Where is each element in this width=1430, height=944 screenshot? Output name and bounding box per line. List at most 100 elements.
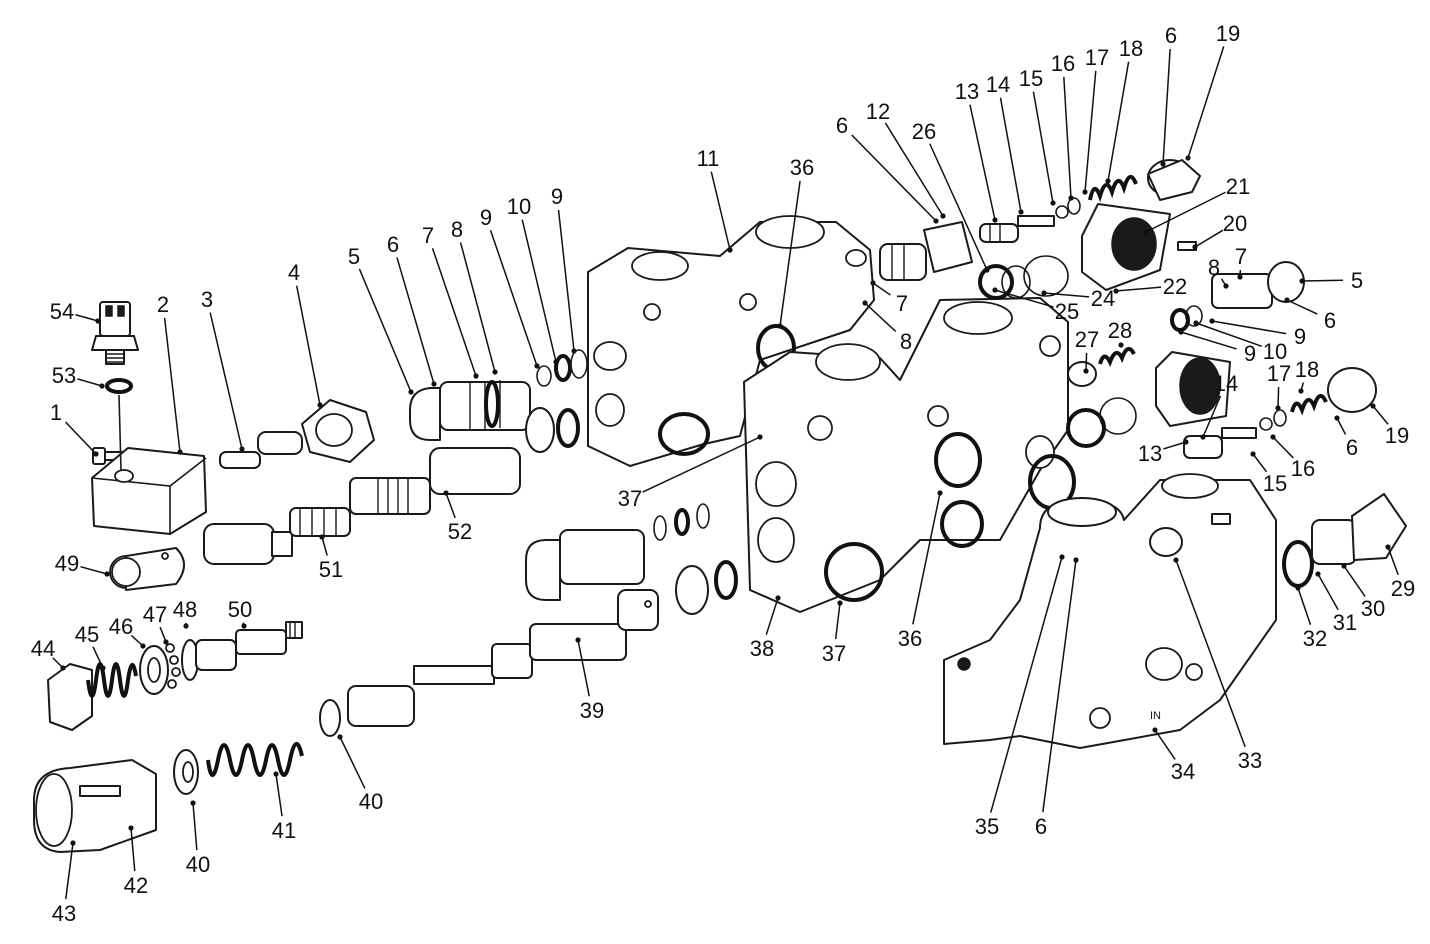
leader-line — [75, 314, 99, 322]
callout-c6e: 6 — [1334, 415, 1358, 460]
callout-c7c: 7 — [870, 280, 908, 316]
callout-c7a: 7 — [422, 223, 479, 379]
leader-line — [1085, 352, 1088, 372]
spring-41 — [206, 742, 304, 777]
plug-3 — [219, 431, 303, 469]
leader-line — [1107, 61, 1130, 182]
leader-line — [990, 556, 1063, 813]
leader-dot — [1152, 727, 1158, 733]
callout-number: 1 — [50, 400, 62, 425]
leader-dot — [1118, 342, 1124, 348]
callout-number: 7 — [422, 223, 434, 248]
leader-dot — [104, 571, 110, 577]
washer-53 — [105, 378, 133, 394]
leader-dot — [862, 300, 868, 306]
relief-valve-12 — [879, 221, 973, 281]
valve-body-38 — [743, 297, 1069, 613]
spool-51 — [203, 507, 351, 565]
leader-line — [1032, 91, 1054, 204]
callout-c16a: 16 — [1051, 51, 1075, 201]
leader-dot — [870, 280, 876, 286]
callout-number: 6 — [1165, 23, 1177, 48]
callout-c37a: 37 — [618, 434, 763, 511]
leader-line — [1286, 299, 1318, 315]
leader-line — [459, 242, 496, 373]
leader-dot — [992, 217, 998, 223]
callout-c44: 44 — [31, 636, 66, 671]
callout-number: 35 — [975, 814, 999, 839]
callout-c35: 35 — [975, 554, 1065, 839]
callout-number: 24 — [1091, 286, 1115, 311]
leader-dot — [992, 287, 998, 293]
leader-dot — [1250, 451, 1256, 457]
leader-dot — [1143, 229, 1149, 235]
check-valve-29-32 — [1282, 493, 1407, 588]
leader-line — [489, 230, 538, 367]
callout-c53: 53 — [52, 363, 105, 389]
callout-c8a: 8 — [451, 217, 498, 375]
callout-c33: 33 — [1173, 557, 1262, 773]
callout-c14b: 14 — [1200, 371, 1238, 440]
leader-line — [1252, 453, 1268, 473]
leader-dot — [70, 840, 76, 846]
callout-c47: 47 — [143, 602, 169, 645]
callout-number: 52 — [448, 519, 472, 544]
leader-dot — [473, 373, 479, 379]
plug-33 — [1149, 527, 1183, 557]
callout-number: 40 — [186, 852, 210, 877]
callout-number: 27 — [1075, 327, 1099, 352]
leader-line — [1084, 70, 1097, 193]
leader-line — [321, 536, 328, 556]
leader-dot — [775, 595, 781, 601]
callout-c17a: 17 — [1082, 45, 1109, 195]
callout-number: 6 — [1346, 435, 1358, 460]
callout-number: 13 — [1138, 441, 1162, 466]
leader-line — [1336, 417, 1347, 435]
callout-number: 20 — [1223, 211, 1247, 236]
callout-c6c: 6 — [1160, 23, 1177, 167]
spool-39 — [347, 589, 659, 727]
callout-number: 22 — [1163, 274, 1187, 299]
callout-c6d: 6 — [1284, 297, 1336, 333]
callout-number: 16 — [1291, 456, 1315, 481]
seal-disc-upper — [525, 407, 580, 453]
leader-line — [1195, 322, 1263, 348]
callout-c5b: 5 — [1299, 268, 1363, 293]
leader-line — [1043, 292, 1090, 298]
callout-c41: 41 — [272, 771, 296, 843]
spool-lower-mid — [525, 503, 738, 615]
spring-45 — [86, 662, 138, 698]
callout-number: 9 — [1244, 341, 1256, 366]
callout-number: 33 — [1238, 748, 1262, 773]
leader-dot — [1370, 403, 1376, 409]
cartridge-lower-13-19 — [1183, 367, 1377, 459]
stem-50 — [195, 621, 303, 671]
callout-number: 6 — [836, 113, 848, 138]
leader-dot — [553, 359, 559, 365]
leader-dot — [571, 348, 577, 354]
leader-dot — [273, 771, 279, 777]
leader-dot — [1068, 195, 1074, 201]
washer-40-lower — [173, 749, 199, 795]
leader-line — [92, 646, 104, 669]
callout-c8c: 8 — [862, 300, 912, 354]
callout-c28: 28 — [1108, 318, 1132, 348]
leader-dot — [575, 637, 581, 643]
leader-dot — [443, 490, 449, 496]
leader-line — [872, 282, 891, 296]
callout-c10b: 10 — [1193, 320, 1287, 364]
leader-dot — [1270, 434, 1276, 440]
callout-c46: 46 — [109, 614, 146, 649]
callout-c18b: 18 — [1295, 357, 1319, 394]
leader-line — [1115, 286, 1162, 292]
callout-c40a: 40 — [337, 734, 383, 814]
leader-line — [1317, 573, 1339, 611]
leader-dot — [183, 623, 189, 629]
leader-line — [1277, 386, 1280, 409]
callout-c6f: 6 — [1035, 557, 1079, 839]
callout-number: 26 — [912, 119, 936, 144]
callout-number: 43 — [52, 901, 76, 926]
washer-46 — [139, 645, 169, 695]
callout-c22: 22 — [1113, 274, 1187, 299]
